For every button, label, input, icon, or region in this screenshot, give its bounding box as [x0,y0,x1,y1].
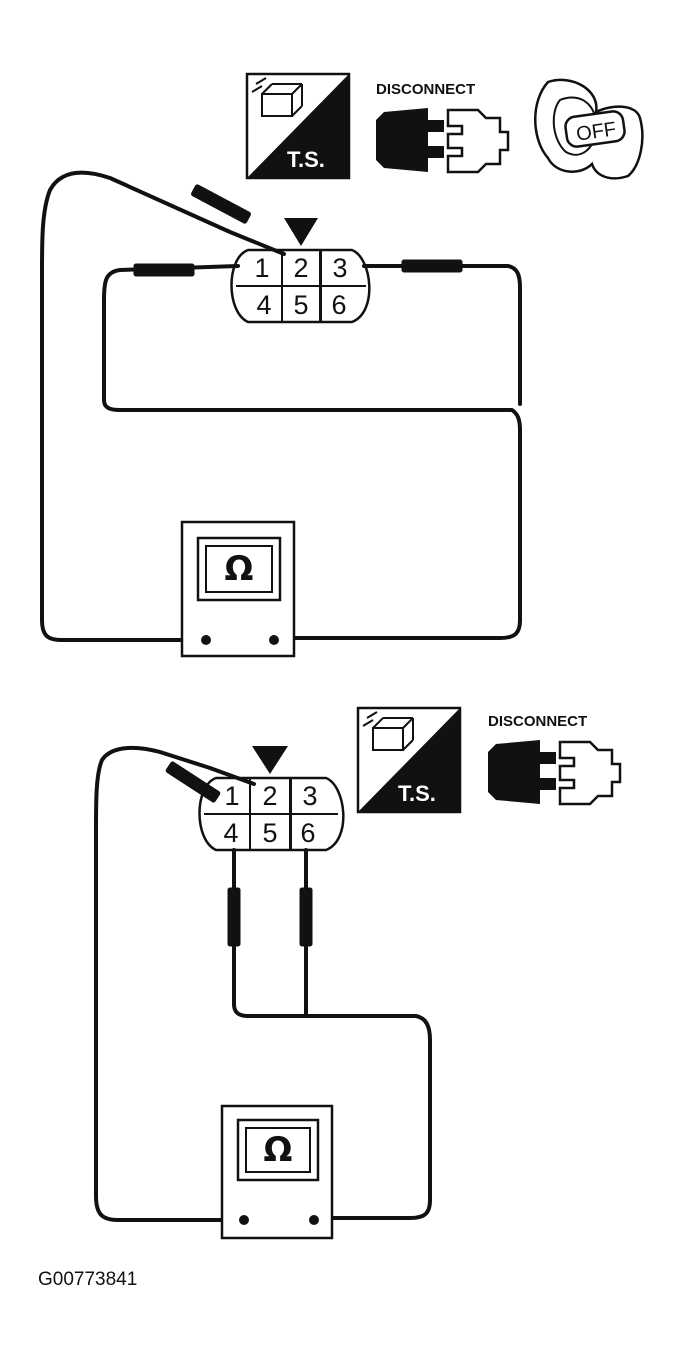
ts-label: T.S. [287,147,325,172]
ohmmeter-bottom: Ω [220,1104,334,1240]
disconnect-icon: DISCONNECT [488,713,622,806]
test-probe [133,263,195,277]
connector-bottom: 1 2 3 4 5 6 [198,746,345,852]
pin-label: 1 [224,781,239,811]
pin-label: 2 [293,253,308,283]
wires-bottom [94,745,432,1222]
connector-top: 1 2 3 4 5 6 [230,218,371,324]
disconnect-label: DISCONNECT [488,713,587,730]
pin-label: 3 [302,781,317,811]
ignition-off-icon: OFF [534,78,644,180]
meter-terminal [269,635,279,645]
pin-label: 6 [300,818,315,848]
meter-terminal [239,1215,249,1225]
disconnect-label: DISCONNECT [376,81,475,98]
pin-label: 2 [262,781,277,811]
test-probe [165,761,221,803]
bottom-panel: T.S. DISCONNECT 1 2 3 4 5 6 [94,706,622,1240]
test-probe [227,887,241,947]
pin-label: 4 [256,290,271,320]
pin-label: 3 [332,253,347,283]
ohm-symbol: Ω [264,1130,293,1170]
pin-label: 4 [223,818,238,848]
test-probe [299,887,313,947]
ts-icon: T.S. [245,72,351,180]
pin-label: 6 [331,290,346,320]
meter-terminal [201,635,211,645]
disconnect-icon: DISCONNECT [376,81,510,174]
test-probe [401,259,463,273]
test-probe [191,184,251,224]
wires-top [40,170,522,642]
pin-label: 1 [254,253,269,283]
ohmmeter-top: Ω [180,520,296,658]
ts-label: T.S. [398,781,436,806]
meter-terminal [309,1215,319,1225]
pin-label: 5 [262,818,277,848]
top-panel: T.S. DISCONNECT OFF 1 2 3 4 5 [40,72,644,658]
figure-id: G00773841 [38,1269,138,1290]
ohm-symbol: Ω [225,549,254,589]
ts-icon: T.S. [356,706,462,814]
pin-label: 5 [293,290,308,320]
